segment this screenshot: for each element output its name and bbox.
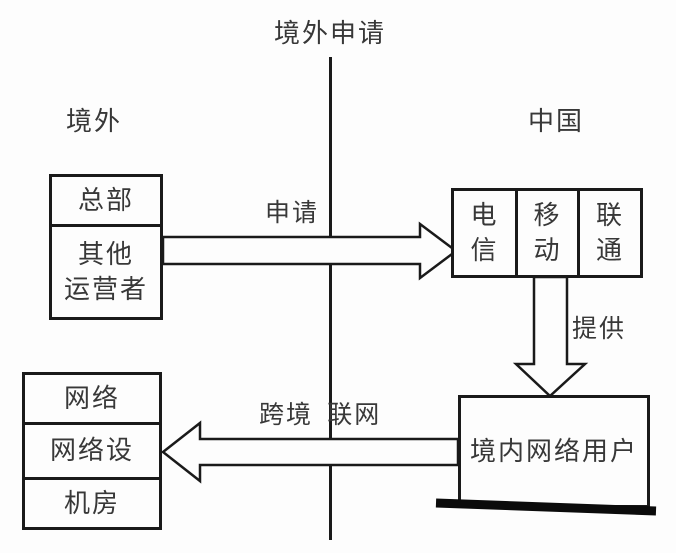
apply-arrow (161, 221, 459, 281)
facilities-box: 网络 网络设 机房 (22, 372, 162, 530)
overseas-operators-box: 总部 其他 运营者 (49, 174, 163, 320)
cell-other-operators: 其他 运营者 (63, 239, 148, 304)
region-label-china: 中国 (528, 107, 585, 136)
domestic-users-box: 境内网络用户 (458, 395, 650, 508)
cell-network: 网络 (25, 375, 159, 425)
provide-arrow-label: 提供 (572, 316, 627, 343)
provide-arrow (512, 275, 589, 398)
cross-border-arrow (160, 420, 460, 484)
cell-network-equipment: 网络设 (25, 425, 159, 480)
cell-telecom: 电 信 (454, 191, 518, 275)
cell-mobile: 移 动 (518, 191, 580, 275)
apply-arrow-label: 申请 (265, 200, 320, 227)
cell-headquarters: 总部 (52, 177, 160, 227)
cell-server-room: 机房 (63, 488, 120, 518)
carriers-box: 电 信 移 动 联 通 (451, 188, 643, 278)
region-label-overseas: 境外 (66, 107, 123, 136)
domestic-users-label: 境内网络用户 (469, 436, 638, 466)
diagram-title: 境外申请 (273, 19, 386, 48)
cross-border-arrow-label: 跨境 联网 (259, 402, 382, 429)
cell-unicom: 联 通 (595, 200, 624, 265)
